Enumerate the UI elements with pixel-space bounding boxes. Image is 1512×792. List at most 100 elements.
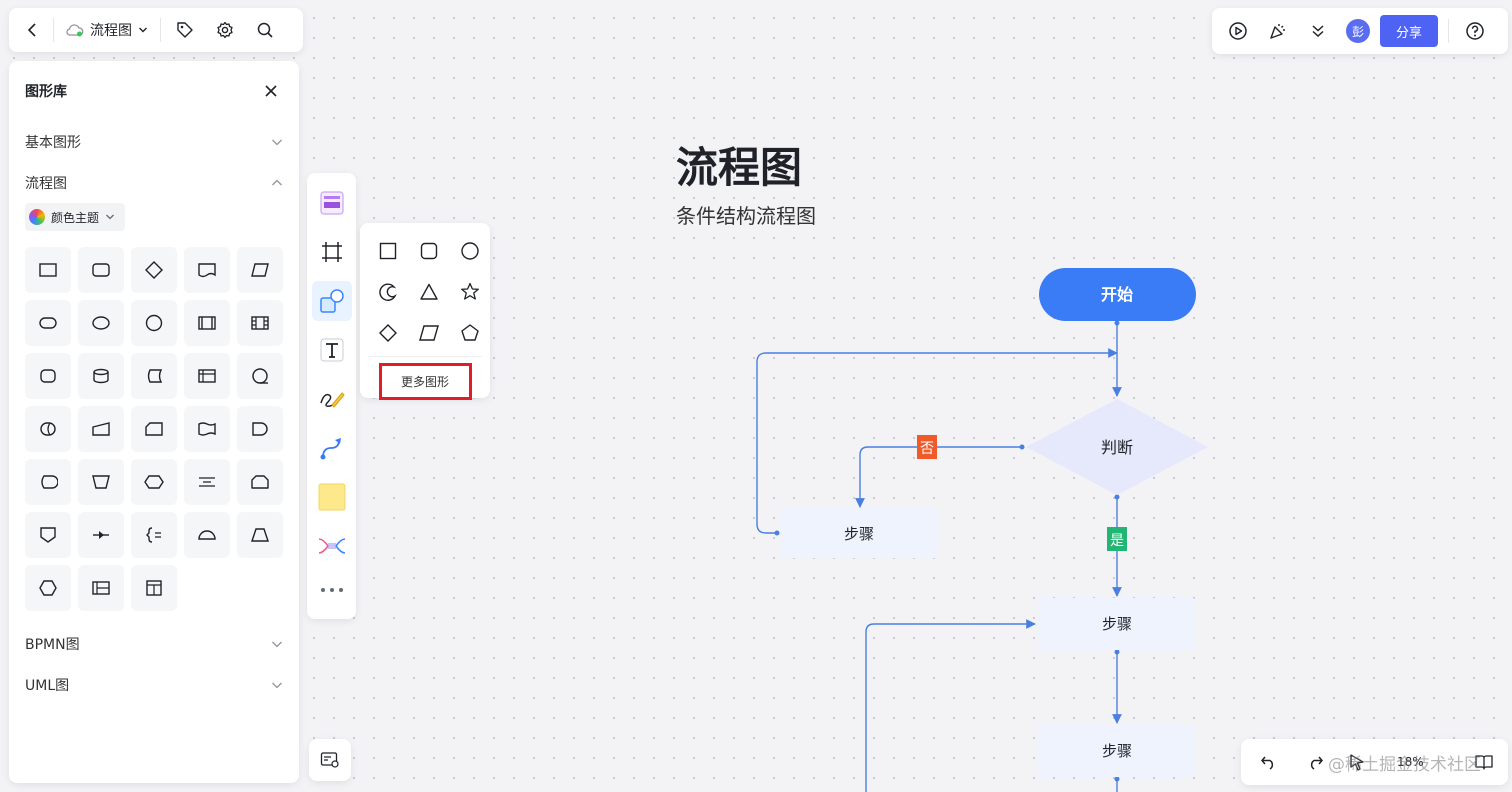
- shape-annotation[interactable]: [131, 512, 177, 558]
- shape-internal-storage[interactable]: [184, 353, 230, 399]
- section-flowchart[interactable]: 流程图: [25, 162, 283, 203]
- pick-crescent[interactable]: [368, 272, 408, 312]
- node-decision[interactable]: [1026, 399, 1208, 495]
- shape-process[interactable]: [25, 247, 71, 293]
- more-shapes-button[interactable]: 更多图形: [378, 363, 472, 400]
- frame-tool[interactable]: [312, 232, 352, 272]
- shape-decision[interactable]: [131, 247, 177, 293]
- node-start[interactable]: [1039, 268, 1196, 321]
- shape-half-circle[interactable]: [184, 512, 230, 558]
- share-button[interactable]: 分享: [1380, 15, 1438, 47]
- shape-off-page[interactable]: [25, 512, 71, 558]
- curve-connector-icon: [320, 438, 341, 460]
- help-button[interactable]: [1459, 15, 1491, 47]
- shape-line-arrow[interactable]: [78, 512, 124, 558]
- tag-button[interactable]: [165, 14, 205, 46]
- back-button[interactable]: [17, 14, 49, 46]
- shape-rounded-process[interactable]: [78, 247, 124, 293]
- canvas-title[interactable]: 流程图: [676, 143, 803, 192]
- shape-loop-limit[interactable]: [237, 459, 283, 505]
- shape-hexagon[interactable]: [25, 565, 71, 611]
- shape-parallel-mode[interactable]: [184, 459, 230, 505]
- shape-paper-tape[interactable]: [184, 406, 230, 452]
- pick-triangle[interactable]: [409, 272, 449, 312]
- connector-tool[interactable]: [312, 428, 352, 468]
- horizontal-swimlane-shape-icon: [92, 581, 110, 595]
- chevron-down-icon: [272, 641, 282, 647]
- pen-tool[interactable]: [312, 379, 352, 419]
- shape-card[interactable]: [131, 406, 177, 452]
- shape-preparation[interactable]: [131, 459, 177, 505]
- node-step-mid[interactable]: [1038, 598, 1196, 650]
- pick-pentagon[interactable]: [450, 313, 490, 353]
- section-bpmn[interactable]: BPMN图: [25, 623, 283, 664]
- settings-button[interactable]: [205, 14, 245, 46]
- shape-delay[interactable]: [237, 406, 283, 452]
- mindmap-tool[interactable]: [312, 526, 352, 566]
- sticky-note-tool[interactable]: [312, 477, 352, 517]
- celebrate-button[interactable]: [1260, 15, 1296, 47]
- pick-parallelogram[interactable]: [409, 313, 449, 353]
- shape-sequential-data[interactable]: [237, 353, 283, 399]
- shape-tool[interactable]: [311, 281, 352, 321]
- node-step-bottom[interactable]: [1038, 725, 1196, 777]
- connector-loop-mid[interactable]: [865, 619, 1036, 792]
- pick-star[interactable]: [450, 272, 490, 312]
- search-button[interactable]: [245, 14, 285, 46]
- pick-circle[interactable]: [450, 231, 490, 271]
- select-mode-button[interactable]: [1341, 746, 1373, 778]
- shape-database[interactable]: [78, 353, 124, 399]
- shape-predefined-process[interactable]: [184, 300, 230, 346]
- shape-manual-operation[interactable]: [78, 459, 124, 505]
- canvas-subtitle[interactable]: 条件结构流程图: [676, 204, 816, 228]
- shape-data[interactable]: [237, 247, 283, 293]
- shape-swimlane-horizontal[interactable]: [78, 565, 124, 611]
- ellipse-shape-icon: [92, 316, 110, 330]
- shape-terminator[interactable]: [25, 300, 71, 346]
- undo-button[interactable]: [1249, 746, 1289, 778]
- template-tool[interactable]: [312, 183, 352, 223]
- cylinder-shape-icon: [93, 368, 109, 384]
- chevron-left-icon: [27, 23, 36, 37]
- shape-ellipse[interactable]: [78, 300, 124, 346]
- shape-picker-grid: [368, 231, 482, 353]
- bottom-right-toolbar: 18%: [1241, 739, 1508, 785]
- shape-film[interactable]: [237, 300, 283, 346]
- expand-more-button[interactable]: [1300, 15, 1336, 47]
- shape-document[interactable]: [184, 247, 230, 293]
- reading-mode-button[interactable]: [1468, 746, 1500, 778]
- node-step-left[interactable]: [780, 508, 938, 558]
- cursor-icon: [1350, 754, 1364, 771]
- shape-swimlane-vertical[interactable]: [131, 565, 177, 611]
- shape-connector[interactable]: [131, 300, 177, 346]
- node-step-left-label: 步骤: [844, 525, 874, 543]
- minimap-icon: [320, 752, 339, 768]
- section-basic-shapes[interactable]: 基本图形: [25, 121, 283, 162]
- crescent-icon: [379, 283, 397, 301]
- shape-trapezoid[interactable]: [237, 512, 283, 558]
- party-popper-icon: [1270, 24, 1285, 39]
- close-library-button[interactable]: [259, 79, 283, 103]
- pick-rounded-square[interactable]: [409, 231, 449, 271]
- shape-direct-data[interactable]: [25, 406, 71, 452]
- section-uml[interactable]: UML图: [25, 664, 283, 705]
- connector-decision-no[interactable]: [855, 446, 1022, 508]
- color-theme-dropdown[interactable]: 颜色主题: [25, 203, 126, 231]
- shape-stored-data[interactable]: [131, 353, 177, 399]
- minimap-button[interactable]: [309, 739, 351, 781]
- zoom-level[interactable]: 18%: [1397, 755, 1424, 769]
- shape-display[interactable]: [25, 459, 71, 505]
- shape-alternate-process[interactable]: [25, 353, 71, 399]
- redo-button[interactable]: [1295, 746, 1335, 778]
- connector-loop-back[interactable]: [756, 348, 1118, 534]
- more-tools-button[interactable]: [312, 575, 352, 605]
- shape-manual-input[interactable]: [78, 406, 124, 452]
- chevron-down-icon: [272, 682, 282, 688]
- avatar[interactable]: 彭: [1346, 19, 1370, 43]
- pick-diamond[interactable]: [368, 313, 408, 353]
- pick-square[interactable]: [368, 231, 408, 271]
- document-title-dropdown[interactable]: 流程图: [58, 14, 156, 46]
- present-button[interactable]: [1220, 15, 1256, 47]
- close-icon: [265, 85, 277, 97]
- text-tool[interactable]: [312, 330, 352, 370]
